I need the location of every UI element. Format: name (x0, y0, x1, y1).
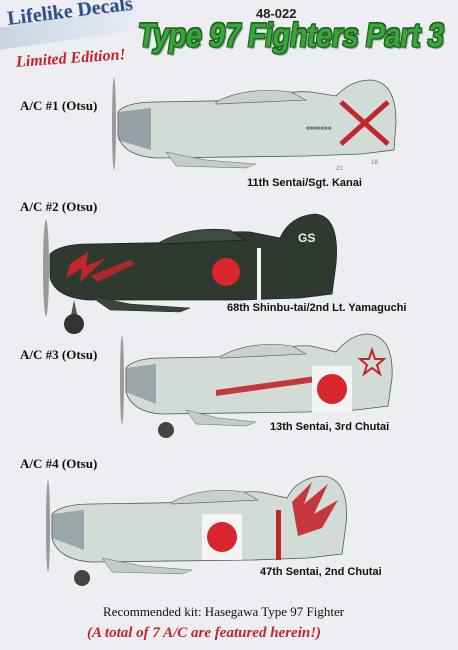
svg-text:GS: GS (298, 231, 315, 245)
aircraft-3-label: A/C #3 (Otsu) (20, 347, 98, 362)
svg-text:■■■■■■■: ■■■■■■■ (306, 126, 332, 132)
recommended-kit: Recommended kit: Hasegawa Type 97 Fighte… (103, 604, 345, 619)
aircraft-4-profile (46, 475, 347, 586)
limited-edition-label: Limited Edition! (15, 46, 127, 71)
aircraft-3-caption: 13th Sentai, 3rd Chutai (270, 421, 390, 433)
aircraft-4-caption: 47th Sentai, 2nd Chutai (260, 566, 382, 578)
aircraft-1-label: A/C #1 (Otsu) (20, 98, 98, 113)
svg-text:21: 21 (336, 166, 343, 172)
aircraft-4-label: A/C #4 (Otsu) (20, 456, 98, 471)
aircraft-1-caption: 11th Sentai/Sgt. Kanai (247, 177, 362, 189)
sheet-title: Type 97 Fighters Part 3 (135, 17, 447, 55)
featured-note: (A total of 7 A/C are featured herein!) (87, 625, 322, 641)
aircraft-2-label: A/C #2 (Otsu) (20, 199, 98, 214)
aircraft-2-profile: GS (43, 213, 337, 334)
svg-text:18: 18 (371, 160, 378, 166)
aircraft-2-caption: 68th Shinbu-tai/2nd Lt. Yamaguchi (227, 302, 407, 314)
catalog-number: 48-022 (256, 6, 297, 21)
aircraft-3-profile (120, 333, 393, 438)
aircraft-1-profile: ■■■■■■■ 21 18 (112, 78, 397, 172)
